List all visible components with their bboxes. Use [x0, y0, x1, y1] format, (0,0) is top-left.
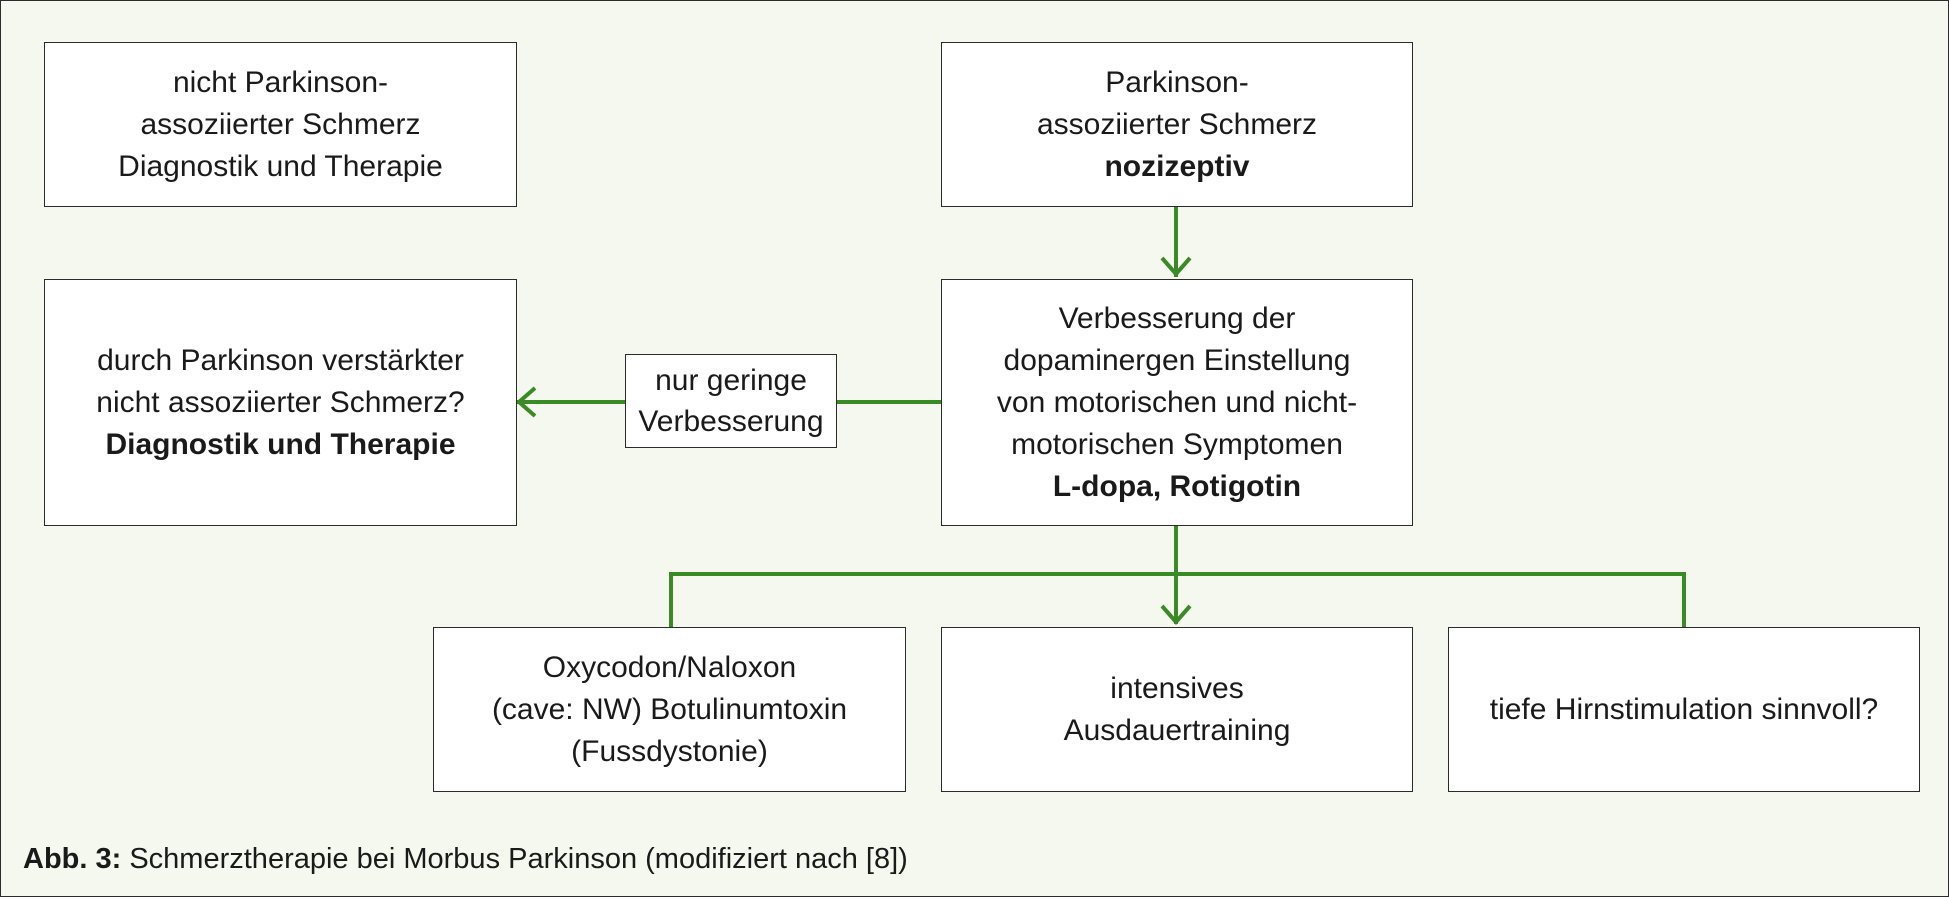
- node-text-line: assoziierter Schmerz: [1036, 107, 1318, 141]
- node-text-line: dopaminergen Einstellung: [1003, 343, 1351, 377]
- node-text-line: nicht assoziierter Schmerz?: [96, 385, 465, 419]
- node-text-bold: Diagnostik und Therapie: [105, 427, 456, 461]
- node-text-line: Verbesserung der: [1058, 301, 1296, 335]
- node-text-bold: L-dopa, Rotigotin: [1052, 469, 1302, 503]
- node-oxycodon: Oxycodon/Naloxon (cave: NW) Botulinumtox…: [433, 627, 906, 792]
- node-dopaminergic-improvement: Verbesserung der dopaminergen Einstellun…: [941, 279, 1413, 526]
- node-text-bold: nozizeptiv: [1104, 149, 1250, 183]
- node-parkinson-pain: Parkinson- assoziierter Schmerz nozizept…: [941, 42, 1413, 207]
- node-text-line: Oxycodon/Naloxon: [542, 650, 797, 684]
- node-non-parkinson-pain: nicht Parkinson- assoziierter Schmerz Di…: [44, 42, 517, 207]
- node-amplified-pain: durch Parkinson verstärkter nicht assozi…: [44, 279, 517, 526]
- node-text-line: nicht Parkinson-: [172, 65, 389, 99]
- edge-label-line: Verbesserung: [638, 405, 824, 438]
- node-text-line: Ausdauertraining: [1063, 713, 1291, 747]
- node-text-line: von motorischen und nicht-: [996, 385, 1358, 419]
- caption-text: Schmerztherapie bei Morbus Parkinson (mo…: [121, 843, 908, 875]
- node-deep-brain-stimulation: tiefe Hirnstimulation sinnvoll?: [1448, 627, 1920, 792]
- node-text-line: tiefe Hirnstimulation sinnvoll?: [1489, 692, 1879, 726]
- node-text-line: intensives: [1110, 671, 1244, 705]
- node-text-line: durch Parkinson verstärkter: [97, 343, 464, 377]
- node-text-line: Parkinson-: [1105, 65, 1249, 99]
- node-text-line: (Fussdystonie): [571, 734, 768, 768]
- arrowhead-training: [1160, 604, 1192, 626]
- connector-branch-bar: [669, 572, 1686, 627]
- caption-lead: Abb. 3:: [23, 843, 122, 875]
- node-text-line: assoziierter Schmerz: [140, 107, 421, 141]
- node-text-line: motorischen Symptomen: [1011, 427, 1343, 461]
- node-text-line: (cave: NW) Botulinumtoxin: [491, 692, 848, 726]
- figure-caption: Abb. 3: Schmerztherapie bei Morbus Parki…: [23, 843, 908, 876]
- node-text-line: Diagnostik und Therapie: [118, 149, 443, 183]
- arrowhead-amplified: [515, 386, 537, 418]
- arrowhead-improvement: [1160, 256, 1192, 278]
- node-endurance-training: intensives Ausdauertraining: [941, 627, 1413, 792]
- edge-label-line: nur geringe: [655, 364, 807, 397]
- edge-label-little-improvement: nur geringe Verbesserung: [625, 354, 837, 448]
